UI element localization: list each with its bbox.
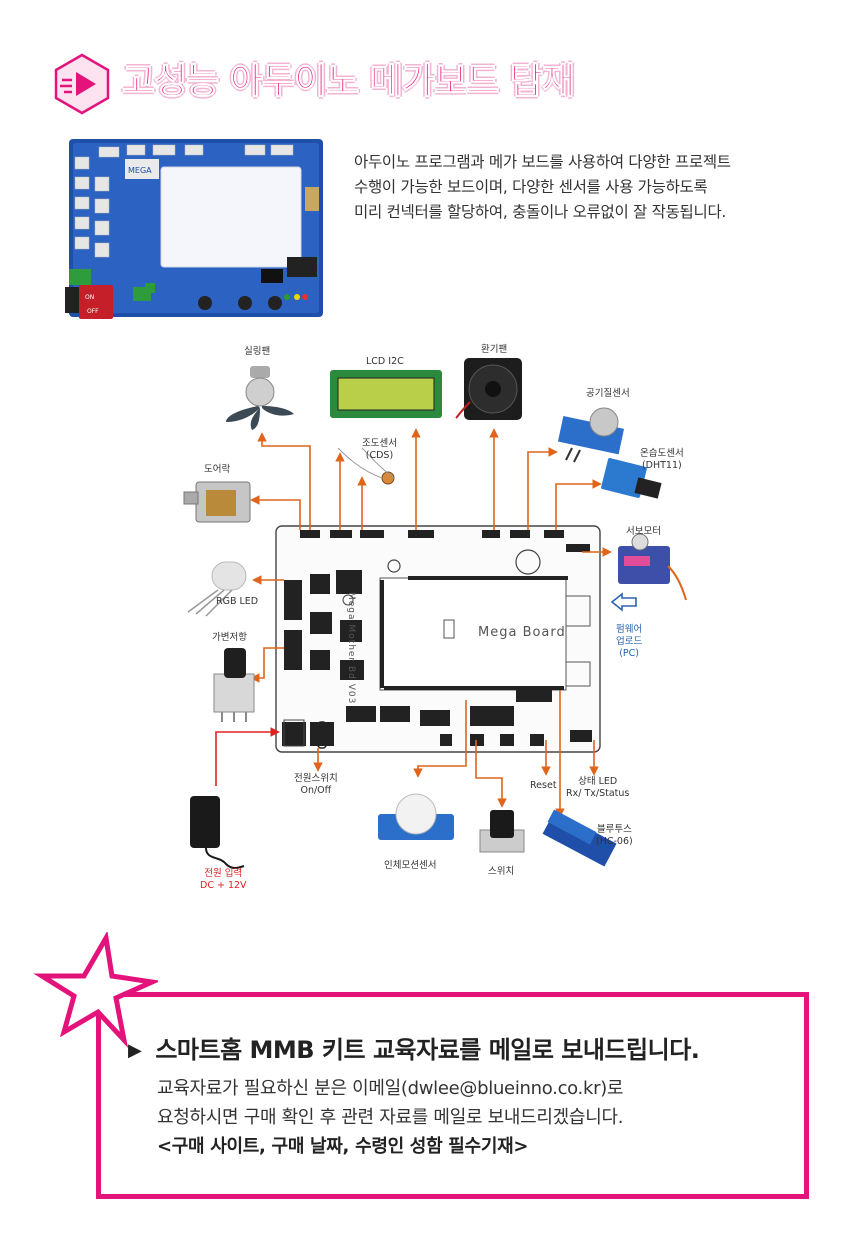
power-adapter-icon: [190, 796, 245, 869]
page-title: 고성능 아두이노 메가보드 탑재: [121, 61, 575, 103]
board-label: Mega Board: [478, 625, 566, 640]
potentiometer-icon: [213, 648, 255, 722]
board-side-label: Mega Mother Bd V03: [346, 592, 356, 705]
play-icon: [54, 53, 110, 115]
label-cds: 조도센서 (CDS): [362, 438, 397, 461]
label-power-switch: 전원스위치 On/Off: [294, 773, 338, 796]
intro-line: 수행이 가능한 보드이며, 다양한 센서를 사용 가능하도록: [354, 178, 708, 196]
notice-frame: [96, 992, 809, 1199]
label-servo: 서보모터: [626, 526, 661, 537]
label-air-sensor: 공기질센서: [586, 388, 630, 399]
notice-line: <구매 사이트, 구매 날짜, 수령인 성함 필수기재>: [157, 1136, 529, 1157]
svg-text:MEGA: MEGA: [128, 166, 152, 175]
dht11-icon: [601, 458, 662, 499]
rgb-led-icon: [187, 561, 247, 617]
ceiling-fan-icon: [226, 366, 294, 430]
intro-text: 아두이노 프로그램과 메가 보드를 사용하여 다양한 프로젝트 수행이 가능한 …: [354, 150, 814, 225]
notice-line: 교육자료가 필요하신 분은 이메일(dwlee@blueinno.co.kr)로: [157, 1078, 624, 1099]
label-dht11: 온습도센서 (DHT11): [640, 448, 684, 471]
label-door-lock: 도어락: [204, 464, 231, 475]
servo-icon: [618, 533, 687, 601]
label-vent-fan: 환기팬: [481, 344, 508, 355]
door-lock-icon: [183, 481, 251, 523]
pir-sensor-icon: [378, 793, 454, 840]
intro-line: 아두이노 프로그램과 메가 보드를 사용하여 다양한 프로젝트: [354, 153, 731, 171]
label-power-input: 전원 입력 DC + 12V: [200, 868, 247, 891]
mega-board-photo: MEGA ON OFF: [65, 139, 323, 319]
notice-body: 교육자료가 필요하신 분은 이메일(dwlee@blueinno.co.kr)로…: [157, 1074, 624, 1161]
label-switch: 스위치: [488, 866, 515, 877]
star-icon: [33, 932, 158, 1049]
label-pir: 인체모션센서: [384, 860, 437, 871]
lcd-icon: [330, 370, 442, 418]
cds-sensor-icon: [337, 447, 395, 485]
label-status-led: 상태 LED Rx/ Tx/Status: [566, 776, 630, 799]
label-bluetooth: 블루투스 (HC-06): [596, 824, 633, 847]
air-sensor-icon: [557, 407, 625, 463]
intro-line: 미리 컨넥터를 할당하여, 충돌이나 오류없이 잘 작동됩니다.: [354, 203, 727, 221]
notice-headline-text: 스마트홈 MMB 키트 교육자료를 메일로 보내드립니다.: [155, 1036, 700, 1064]
bluetooth-module-icon: [542, 809, 617, 867]
label-rgb-led: RGB LED: [216, 596, 259, 607]
vent-fan-icon: [455, 358, 522, 420]
board-schematic: [275, 525, 601, 753]
power-off-label: OFF: [87, 308, 99, 315]
label-reset: Reset: [530, 780, 557, 791]
notice-line: 요청하시면 구매 확인 후 관련 자료를 메일로 보내드리겠습니다.: [157, 1107, 624, 1128]
label-firmware: 펌웨어 업로드 (PC): [616, 624, 643, 659]
wiring-diagram: Mega Board Mega Mother Bd V03 실링팬 LCD I2…: [0, 330, 860, 900]
label-pot: 가변저항: [212, 632, 247, 643]
firmware-arrow-icon: [610, 592, 637, 612]
triangle-right-icon: ▶: [128, 1040, 142, 1061]
power-on-label: ON: [85, 294, 94, 301]
notice-headline: ▶ 스마트홈 MMB 키트 교육자료를 메일로 보내드립니다.: [128, 1030, 700, 1065]
push-switch-icon: [479, 810, 525, 853]
label-lcd: LCD I2C: [366, 356, 404, 367]
label-silring-fan: 실링팬: [244, 346, 271, 357]
